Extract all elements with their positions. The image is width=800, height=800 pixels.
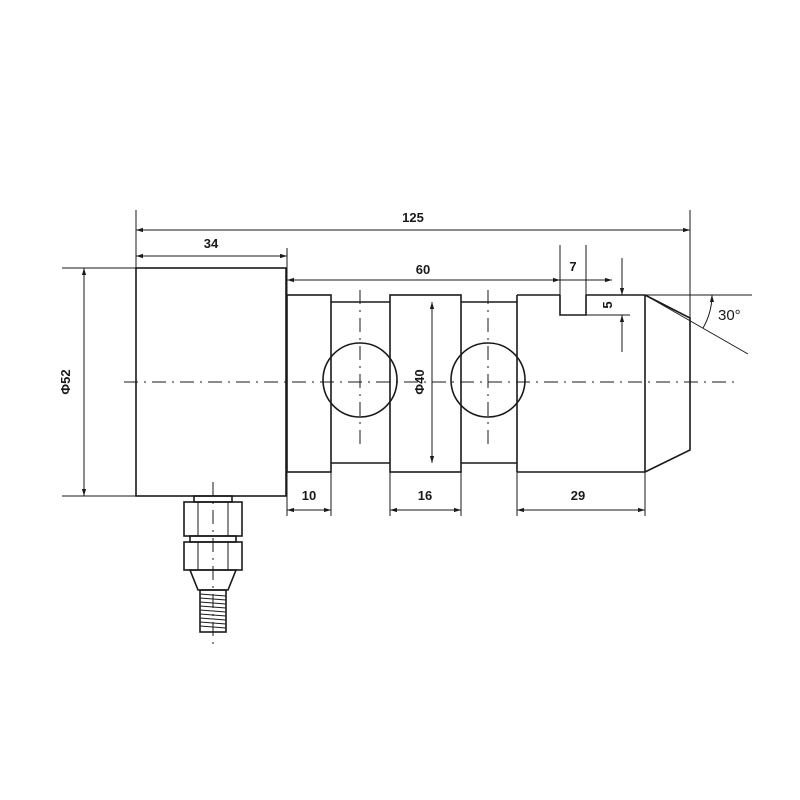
thread-line	[199, 617, 227, 621]
dim-label-10: 10	[302, 488, 316, 503]
thread-line	[199, 621, 227, 625]
thread-line	[199, 605, 227, 609]
dim-slot-depth: 5	[586, 258, 630, 352]
dim-body-diameter: Φ52	[58, 267, 136, 497]
thread-line	[199, 601, 227, 605]
thread-line	[199, 597, 227, 601]
dim-label-16: 16	[418, 488, 432, 503]
dim-label-60: 60	[416, 262, 430, 277]
shaft-outline	[286, 294, 691, 473]
dim-label-7: 7	[569, 259, 576, 274]
dim-label-29: 29	[571, 488, 585, 503]
dim-end-width: 29	[516, 472, 646, 516]
dim-label-d52: Φ52	[58, 369, 73, 394]
dim-pin-span: 60	[287, 245, 561, 295]
thread-line	[199, 625, 227, 629]
dim-land-width: 16	[389, 472, 462, 516]
thread-line	[199, 613, 227, 617]
dim-label-d40: Φ40	[412, 369, 427, 394]
dim-groove-width: 10	[286, 472, 332, 516]
dim-body-length: 34	[136, 236, 288, 295]
dim-label-5: 5	[600, 301, 615, 308]
pin-hole-right	[450, 342, 526, 418]
thread-line	[199, 609, 227, 613]
dim-overall-length: 125	[135, 210, 691, 318]
dim-label-34: 34	[204, 236, 219, 251]
dim-pin-diameter: Φ40	[412, 302, 435, 463]
dim-label-30deg: 30°	[718, 307, 741, 324]
dim-chamfer-angle: 30°	[644, 294, 752, 355]
connector-threads	[199, 593, 227, 629]
pin-hole-left	[322, 342, 398, 418]
dim-label-125: 125	[402, 210, 424, 225]
dim-slot-width: 7	[560, 245, 612, 295]
thread-line	[199, 593, 227, 597]
cable-connector	[183, 495, 243, 633]
